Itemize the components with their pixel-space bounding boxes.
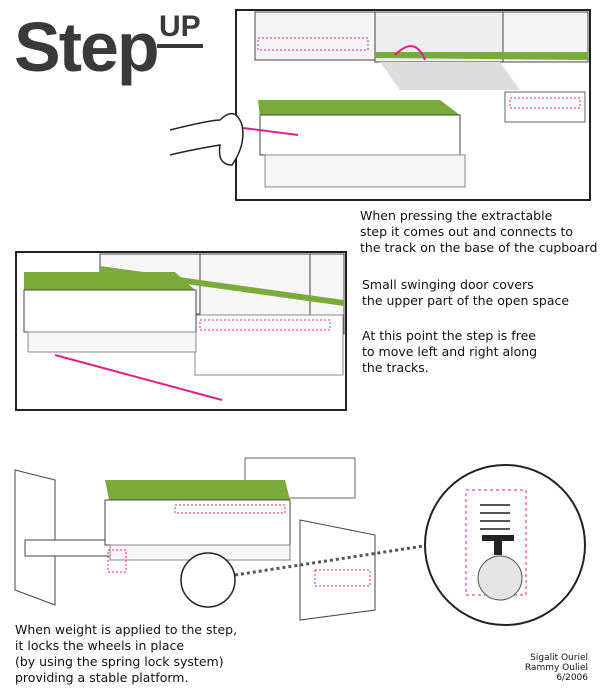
caption-panel-1: When pressing the extractable step it co… xyxy=(360,208,597,256)
credits: Sigalit Ouriel Rammy Ouliel 6/2006 xyxy=(525,653,588,683)
logo-superscript: UP xyxy=(157,12,203,48)
caption-panel-2b: At this point the step is free to move l… xyxy=(362,328,537,376)
caption-line: step it comes out and connects to xyxy=(360,224,574,239)
panel-2-sliding xyxy=(15,251,347,411)
caption-line: When pressing the extractable xyxy=(360,208,553,223)
caption-line: At this point the step is free xyxy=(362,328,536,343)
caption-line: Small swinging door covers xyxy=(362,277,534,292)
caption-panel-2a: Small swinging door covers the upper par… xyxy=(362,277,569,309)
caption-line: (by using the spring lock system) xyxy=(15,654,224,669)
caption-line: to move left and right along xyxy=(362,344,538,359)
caption-line: providing a stable platform. xyxy=(15,670,189,685)
caption-line: the tracks. xyxy=(362,360,429,375)
panel-1-extraction xyxy=(169,9,591,201)
credit-author-1: Sigalit Ouriel xyxy=(530,653,588,663)
credit-date: 6/2006 xyxy=(556,673,588,683)
credit-author-2: Rammy Ouliel xyxy=(524,663,588,673)
logo-title: Step xyxy=(14,8,160,86)
caption-line: When weight is applied to the step, xyxy=(15,622,238,637)
caption-line: the upper part of the open space xyxy=(362,293,570,308)
caption-line: it locks the wheels in place xyxy=(15,638,185,653)
panel-3-lock xyxy=(14,457,586,626)
caption-panel-3: When weight is applied to the step, it l… xyxy=(15,622,237,686)
caption-line: the track on the base of the cupboard xyxy=(360,240,598,255)
